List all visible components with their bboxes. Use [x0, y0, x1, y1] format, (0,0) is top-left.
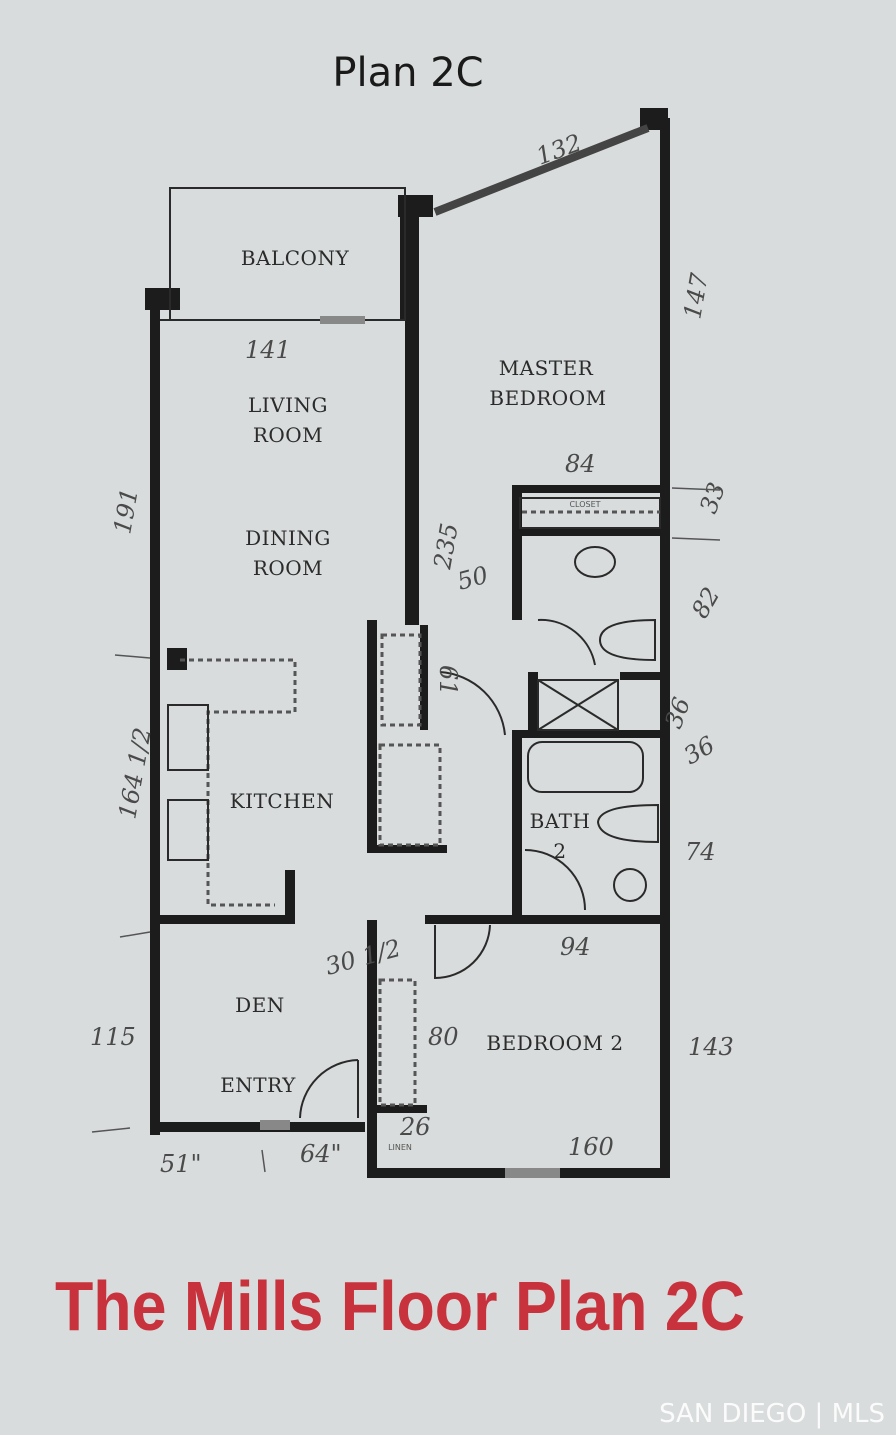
- plan-title: Plan 2C: [332, 50, 483, 96]
- dim-hall-door: 61: [434, 665, 462, 696]
- room-master-line1: MASTER: [499, 356, 594, 380]
- dim-hall-mid: 50: [454, 561, 491, 596]
- room-entry: ENTRY: [220, 1073, 296, 1097]
- dim-master-right: 147: [678, 270, 714, 321]
- dim-closet-small: 30 1/2: [322, 934, 403, 981]
- dim-den-bottom-a: 51": [160, 1150, 202, 1178]
- dim-living-left: 191: [108, 486, 144, 536]
- dim-bedroom2-bottom: 160: [568, 1133, 614, 1161]
- room-kitchen: KITCHEN: [230, 789, 335, 813]
- closet-label: CLOSET: [569, 500, 600, 509]
- room-den: DEN: [235, 993, 285, 1017]
- dim-bedroom2-top: 94: [560, 933, 591, 961]
- linen-label: LINEN: [388, 1143, 412, 1152]
- dim-bedroom2-closet: 80: [428, 1023, 459, 1051]
- fixtures: [160, 124, 661, 1178]
- room-bath2-line2: 2: [553, 839, 566, 863]
- room-living-line2: ROOM: [253, 423, 323, 447]
- room-bedroom2: BEDROOM 2: [486, 1031, 623, 1055]
- dim-den-bottom-b: 64": [300, 1140, 342, 1168]
- dim-closet-depth: 33: [694, 479, 731, 517]
- dim-bedroom2-right: 143: [688, 1033, 734, 1061]
- room-bath2-line1: BATH: [530, 809, 591, 833]
- dim-balcony-width: 141: [245, 336, 291, 364]
- room-master-line2: BEDROOM: [489, 386, 606, 410]
- dim-closet-width: 84: [565, 450, 596, 478]
- dim-tub: 36: [679, 731, 719, 771]
- dim-bath2: 74: [685, 838, 716, 866]
- room-dining-line1: DINING: [245, 526, 331, 550]
- room-balcony: BALCONY: [241, 246, 350, 270]
- dim-master-window: 132: [532, 129, 585, 171]
- room-dining-line2: ROOM: [253, 556, 323, 580]
- dim-linen: 26: [399, 1113, 431, 1141]
- walls: [145, 108, 670, 1178]
- caption: The Mills Floor Plan 2C: [55, 1267, 745, 1345]
- dim-master-bath: 82: [686, 583, 726, 623]
- watermark: SAN DIEGO | MLS: [659, 1399, 885, 1429]
- dim-den-left: 115: [90, 1023, 136, 1051]
- dim-hall-left: 235: [428, 521, 464, 572]
- room-living-line1: LIVING: [248, 393, 328, 417]
